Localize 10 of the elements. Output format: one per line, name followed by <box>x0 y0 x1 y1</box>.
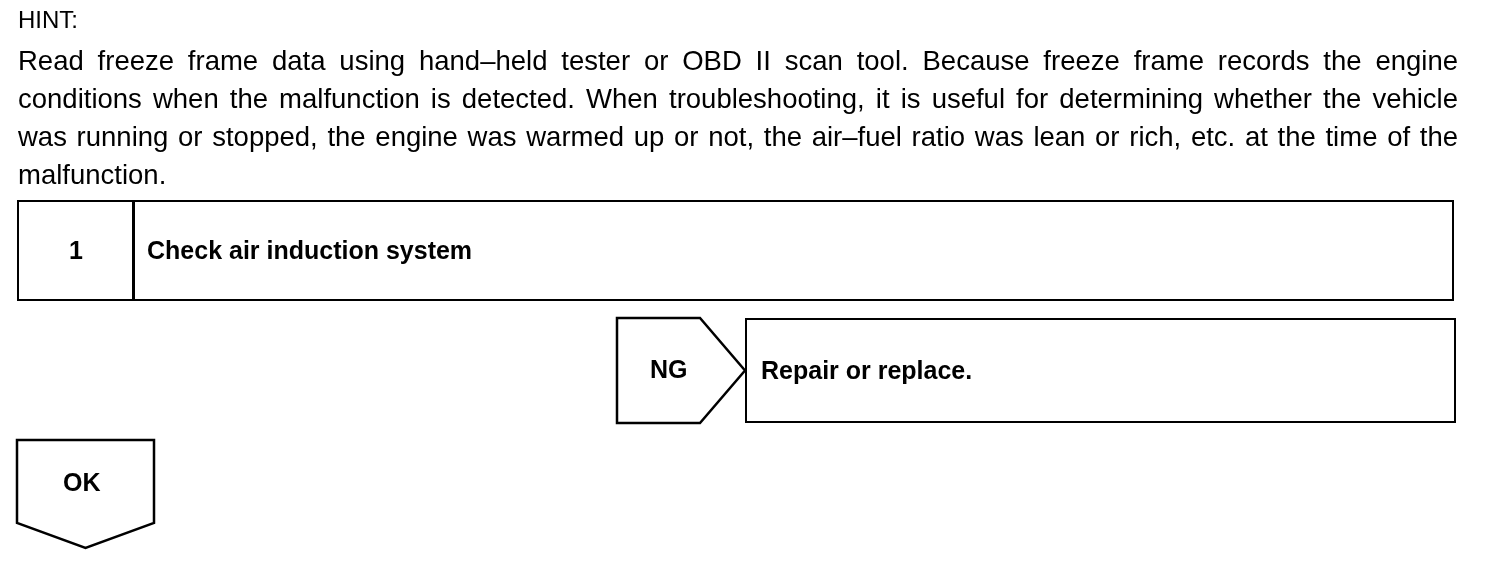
action-text: Repair or replace. <box>761 356 973 385</box>
step-title: Check air induction system <box>147 236 473 265</box>
status-label: OK <box>63 468 101 497</box>
hint-paragraph: Read freeze frame data using hand–held tester or OBD II scan tool. Because freeze frame records the engine conditions when the malfunction is detected. When troubleshooting, it is useful for determining whether the vehicle was running or stopped, the engine was warmed up or not, the air–fuel ratio was lean or rich, etc. at the time of the malfunction. <box>18 44 1458 192</box>
hint-heading: HINT: <box>18 6 78 34</box>
step-number: 1 <box>69 236 83 265</box>
action-box <box>745 318 1456 423</box>
ng-chevron-arrow <box>615 316 747 425</box>
edge-label: NG <box>650 355 688 384</box>
step-box <box>17 200 1454 301</box>
